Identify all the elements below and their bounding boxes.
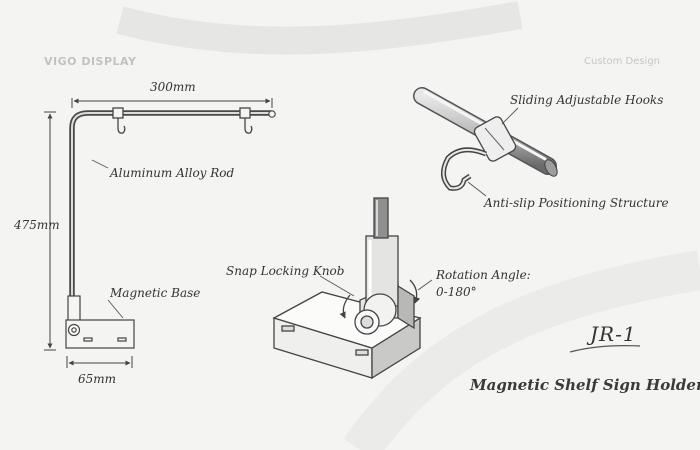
callout-leaders-hook: [467, 107, 519, 197]
antislip-callout: Anti-slip Positioning Structure: [484, 196, 669, 210]
rotation-value: 0-180°: [436, 285, 477, 299]
brand-tagline: Custom Design: [584, 56, 661, 67]
lock-callout: Snap Locking Knob: [226, 264, 345, 278]
rod-frame: [69, 110, 276, 298]
dimension-height-line: [44, 111, 56, 351]
brand-logo: VIGO DISPLAY: [44, 55, 137, 68]
dimension-base-line: [66, 356, 133, 368]
hook-detail: [413, 87, 558, 191]
callout-leaders-left: [91, 159, 124, 319]
base-detail: [272, 197, 422, 380]
base-callout: Magnetic Base: [110, 286, 201, 300]
product-name: Magnetic Shelf Sign Holder: [470, 376, 700, 394]
dimension-height-label: 475mm: [14, 218, 60, 232]
rotation-title: Rotation Angle:: [436, 268, 531, 282]
model-underline: [569, 345, 641, 353]
product-model: JR-1: [590, 322, 637, 346]
dimension-width-line: [71, 98, 273, 108]
hook-right: [239, 107, 253, 134]
dimension-width-label: 300mm: [150, 80, 196, 94]
background-swooshes: [116, 1, 700, 450]
dimension-base-label: 65mm: [78, 372, 117, 386]
hooks-callout: Sliding Adjustable Hooks: [510, 93, 664, 107]
rod-callout: Aluminum Alloy Rod: [110, 166, 235, 180]
hook-left: [112, 107, 126, 134]
callout-leaders-base: [319, 275, 433, 297]
rotation-arrows: [339, 279, 421, 319]
magnetic-base-side: [65, 295, 135, 349]
